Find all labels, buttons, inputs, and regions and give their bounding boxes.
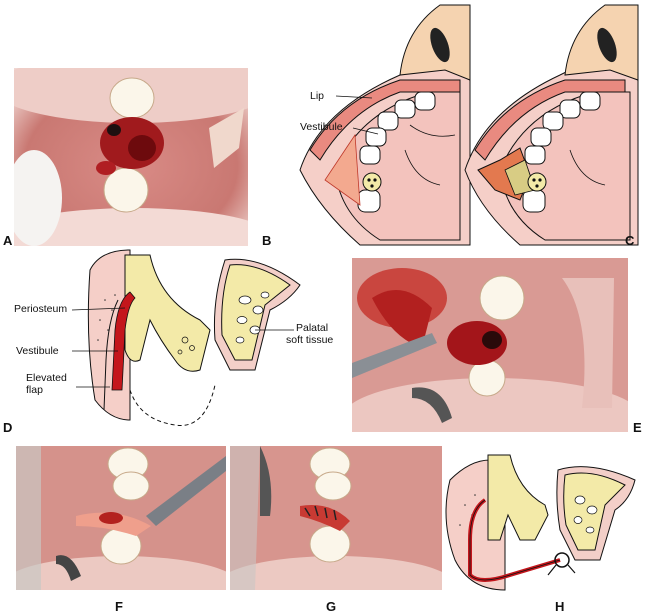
panel-label-a: A [3,233,13,248]
panel-label-b: B [262,233,272,248]
photo-g-flap-sutured [230,446,442,590]
panel-label-d: D [3,420,13,435]
photo-f-image [16,446,226,590]
photo-f-flap-repositioned [16,446,226,590]
panel-label-e: E [633,420,642,435]
panel-label-g: G [326,599,337,614]
photo-a-image [14,68,248,246]
panel-label-c: C [625,233,635,248]
callout-lip: Lip [310,90,325,102]
photo-g-image [230,446,442,590]
callout-elevated-flap-line1: Elevated [26,372,67,384]
callout-periosteum: Periosteum [14,303,68,315]
callout-elevated-flap-line2: flap [26,384,43,396]
photo-e-image [352,258,628,432]
photo-e-flap-elevated [352,258,628,432]
callout-vestibule-b: Vestibule [300,121,343,133]
callout-palatal-line2: soft tissue [286,334,334,346]
callout-vestibule-d: Vestibule [16,345,59,357]
callout-palatal-line1: Palatal [296,322,329,334]
panel-label-h: H [555,599,565,614]
photo-a-extraction-socket [14,68,248,246]
panel-label-f: F [115,599,123,614]
